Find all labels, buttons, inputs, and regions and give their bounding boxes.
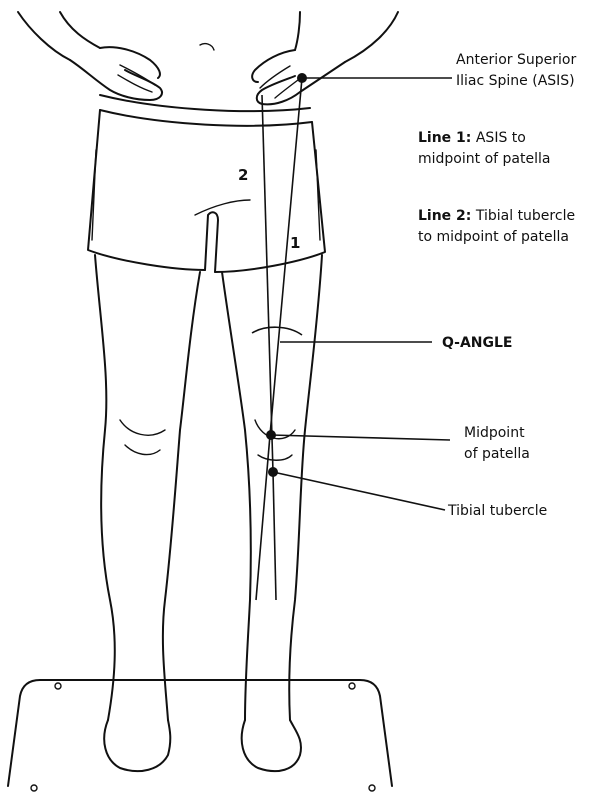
line-2-description: Line 2: Tibial tubercle — [418, 208, 575, 224]
line-1-description-2: midpoint of patella — [418, 151, 550, 167]
line-2-description-2: to midpoint of patella — [418, 229, 569, 245]
feet — [104, 720, 301, 771]
tibial-tubercle-label: Tibial tubercle — [447, 503, 547, 519]
asis-label-2: Iliac Spine (ASIS) — [456, 73, 575, 89]
left-hand — [70, 47, 162, 100]
midpoint-label: Midpoint — [464, 425, 525, 441]
midpoint-label-2: of patella — [464, 446, 530, 462]
tubercle-leader — [273, 472, 445, 510]
line-number-1: 1 — [290, 234, 300, 252]
q-angle-label: Q-ANGLE — [442, 335, 513, 351]
line-2-extension — [273, 472, 276, 600]
patella-leader — [271, 435, 450, 440]
line-2-tubercle-to-patella — [262, 95, 273, 472]
left-leg — [95, 255, 200, 720]
torso-outline — [18, 12, 398, 62]
platform — [8, 680, 392, 791]
line-number-2: 2 — [238, 166, 248, 184]
line-1-description: Line 1: ASIS to — [418, 130, 526, 146]
right-leg — [222, 255, 322, 720]
line-1-extension — [256, 435, 270, 600]
line-1-asis-to-patella — [270, 78, 302, 435]
asis-label: Anterior Superior — [456, 52, 576, 68]
q-angle-arc — [252, 327, 302, 335]
